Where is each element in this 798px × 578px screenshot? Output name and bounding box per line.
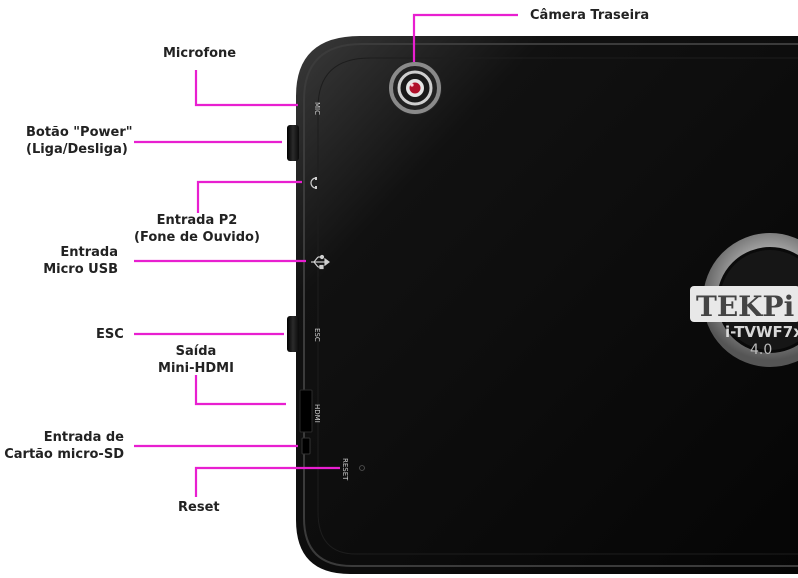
leader-camera	[412, 13, 518, 62]
headphone-icon	[310, 177, 317, 189]
port-hdmi-label: HDMI	[313, 404, 321, 423]
port-mic-label: MIC	[313, 102, 321, 115]
label-rear-camera: Câmera Traseira	[530, 8, 650, 23]
label-usb-line2: Micro USB	[43, 262, 118, 277]
port-esc-label: ESC	[313, 328, 321, 342]
logo-model-text: i-TVWF7x	[725, 323, 798, 341]
microsd-slot	[301, 437, 311, 455]
label-mini-hdmi: Saída Mini-HDMI	[155, 343, 237, 377]
brand-logo: TEKPi i-TVWF7x 4.0	[690, 233, 798, 367]
hdmi-slot	[299, 389, 313, 433]
leader-hdmi	[194, 375, 286, 406]
power-button[interactable]	[287, 125, 299, 161]
logo-version-text: 4.0	[750, 342, 772, 358]
label-power-button: Botão "Power" (Liga/Desliga)	[26, 124, 133, 158]
label-microphone: Microfone	[163, 46, 237, 61]
leader-reset	[194, 466, 340, 497]
tablet-body	[296, 36, 798, 574]
label-micro-usb: Entrada Micro USB	[40, 244, 118, 278]
label-hdmi-line1: Saída	[175, 344, 217, 359]
label-usb-line1: Entrada	[60, 245, 118, 260]
label-esc: ESC	[96, 327, 124, 342]
tablet-edge	[303, 43, 798, 567]
label-microsd: Entrada de Cartão micro-SD	[4, 429, 124, 463]
label-reset: Reset	[178, 500, 220, 515]
label-p2-input: Entrada P2 (Fone de Ouvido)	[128, 212, 266, 246]
label-sd-line2: Cartão micro-SD	[4, 447, 124, 462]
label-p2-line1: Entrada P2	[156, 213, 238, 228]
label-p2-line2: (Fone de Ouvido)	[134, 230, 260, 245]
label-power-line1: Botão "Power"	[26, 125, 133, 140]
leader-microphone	[194, 70, 298, 107]
port-reset-label: RESET	[341, 458, 349, 481]
reset-pinhole[interactable]	[359, 465, 365, 471]
usb-icon	[311, 254, 330, 270]
rear-camera	[388, 61, 442, 115]
esc-button[interactable]	[287, 316, 299, 352]
label-hdmi-line2: Mini-HDMI	[158, 361, 234, 376]
label-sd-line1: Entrada de	[43, 430, 124, 445]
label-power-line2: (Liga/Desliga)	[26, 142, 128, 157]
leader-p2	[196, 180, 302, 213]
logo-brand-text: TEKPi	[696, 290, 794, 323]
